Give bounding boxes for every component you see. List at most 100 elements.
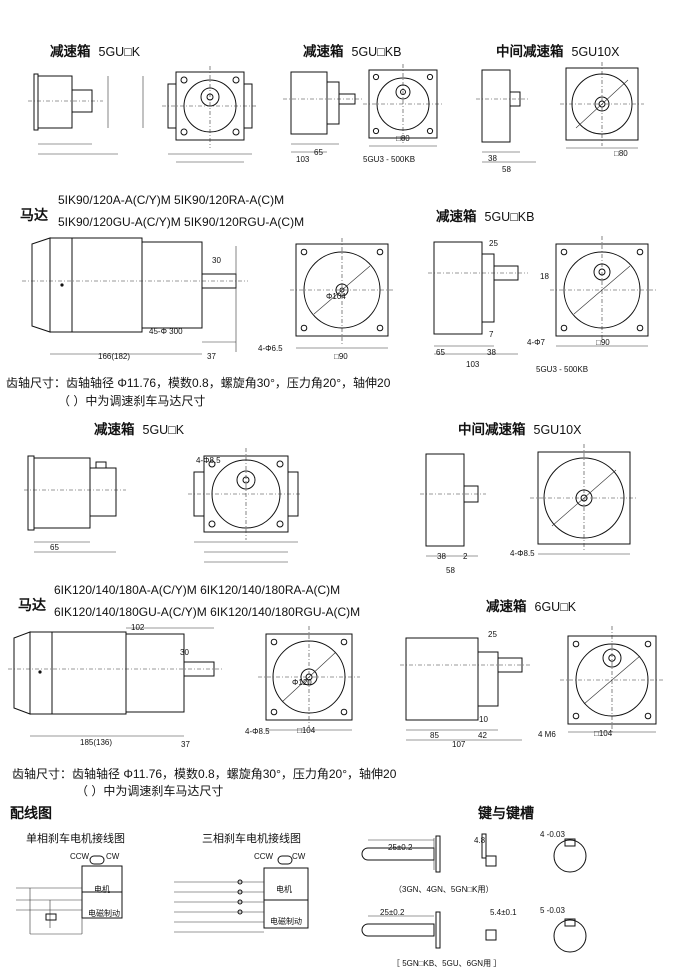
section-title: 减速箱 [94,422,135,437]
section-title-gearbox-6gu-k: 减速箱 6GU□K [486,595,576,615]
gear-note-1-line1: 齿轴尺寸：齿轴轴径 Φ11.76，模数0.8，螺旋角30°，压力角20°，轴伸2… [6,376,391,390]
dim-d20: 2 [463,552,468,561]
key-title: 键与键槽 [478,805,534,821]
dim-kb-label-b: 5GU3 - 500KB [536,365,589,374]
section-title-gearbox-5gu-k: 减速箱 5GU□K [50,40,140,60]
section-title-gearbox-5gu-kb: 减速箱 5GU□KB [303,40,401,60]
key-note-b: ［ 5GN□KB、5GU、6GN用 ］ [392,959,502,968]
model-label: 5GU□KB [484,210,535,224]
three-cw-label: CW [292,852,306,861]
dim-hole-4-85: 4-Φ8.5 [196,456,221,465]
single-motor-label: 电机 [94,885,110,894]
three-ccw-label: CCW [254,852,274,861]
section-title-gearbox-5gu-kb-b: 减速箱 5GU□KB [436,205,534,225]
drawing-motor-5ik [22,232,394,367]
dim-d65-c: 65 [50,543,59,552]
key-note-a: （3GN、4GN、5GN□K用） [394,885,494,894]
wiring-single-phase-diagram [10,848,130,938]
dim-d90-b: □90 [596,338,610,347]
dim-pcd120: Φ120 [292,678,312,687]
dim-d102: 102 [131,623,145,632]
dim-d104-b: □104 [594,729,613,738]
dim-d25-b: 25 [488,630,497,639]
dim-d103-b: 103 [466,360,480,369]
dim-len45: 45-Φ 300 [149,327,183,336]
gear-note-2-line2: （ ）中为调速刹车马达尺寸 [76,784,224,798]
dim-pcd104: Φ104 [326,292,346,301]
single-brake-label: 电磁制动 [88,909,120,918]
dim-d37: 37 [207,352,216,361]
wiring-three-phase-diagram [168,848,316,940]
dim-hole-4-7: 4-Φ7 [527,338,545,347]
section-title: 减速箱 [303,44,344,59]
key-dim-5: 5 -0.03 [540,906,565,915]
drawing-intermediate-5gu10x-small [476,62,646,172]
drawing-gearbox-5gu-k-large [24,438,300,568]
drawing-gearbox-5gu-k-small [28,62,260,170]
three-phase-title: 三相刹车电机接线图 [202,833,301,845]
drawing-gearbox-5gu-kb-large [428,236,664,356]
dim-d85: 85 [430,731,439,740]
gear-note-1-line2: （ ）中为调速刹车马达尺寸 [58,394,206,408]
single-ccw-label: CCW [70,852,90,861]
section-title: 减速箱 [50,44,91,59]
dim-d38-c: 38 [437,552,446,561]
model-label: 5GU□KB [351,45,402,59]
section-title: 减速箱 [486,599,527,614]
dim-d103: 103 [296,155,310,164]
key-diagrams [360,826,660,974]
section-title: 中间减速箱 [458,422,526,437]
dim-d25: 25 [489,239,498,248]
dim-d58: 58 [502,165,511,174]
dim-d65: 65 [314,148,323,157]
drawing-motor-6ik [8,622,392,750]
dim-d58-c: 58 [446,566,455,575]
dim-d80-b: □80 [614,149,628,158]
dim-hole-4-65: 4-Φ6.5 [258,344,283,353]
section-title-intermediate-5gu10x: 中间减速箱 5GU10X [496,40,619,60]
dim-d90: □90 [334,352,348,361]
dim-d30: 30 [212,256,221,265]
section-title-motor-5ik: 马达 [20,207,48,223]
motor-6ik-models-2: 6IK120/140/180GU-A(C/Y)M 6IK120/140/180R… [54,605,361,619]
dim-d38: 38 [488,154,497,163]
motor-5ik-models-2: 5IK90/120GU-A(C/Y)M 5IK90/120RGU-A(C)M [58,215,305,229]
wiring-title: 配线图 [10,805,52,821]
key-dim-25-b: 25±0.2 [380,908,405,917]
dim-hole-4-m6: 4 M6 [538,730,556,739]
section-title: 减速箱 [436,209,477,224]
dim-d7: 7 [489,330,494,339]
motor-5ik-models-1: 5IK90/120A-A(C/Y)M 5IK90/120RA-A(C)M [58,193,285,207]
model-label: 5GU□K [98,45,141,59]
dim-d42: 42 [478,731,487,740]
drawing-gearbox-6gu-k [400,622,668,746]
three-motor-label: 电机 [276,885,292,894]
dim-d104: □104 [297,726,316,735]
key-dim-25-a: 25±0.2 [388,843,413,852]
dim-kb-label: 5GU3 - 500KB [363,155,416,164]
dim-hole-4-85-c: 4-Φ8.5 [245,727,270,736]
dim-d80: □80 [396,134,410,143]
dim-len185: 185(136) [80,738,113,747]
dim-d37-b: 37 [181,740,190,749]
key-dim-48: 4.8 [474,836,486,845]
dim-hole-4-85-b: 4-Φ8.5 [510,549,535,558]
section-title-intermediate-5gu10x-b: 中间减速箱 5GU10X [458,418,581,438]
section-title: 中间减速箱 [496,44,564,59]
model-label: 5GU10X [571,45,620,59]
three-brake-label: 电磁制动 [270,917,302,926]
key-dim-4: 4 -0.03 [540,830,565,839]
drawing-gearbox-5gu-kb-small [283,62,451,172]
key-dim-54: 5.4±0.1 [490,908,517,917]
dim-d107: 107 [452,740,466,749]
dim-d65-b: 65 [436,348,445,357]
drawing-intermediate-5gu10x-large [420,440,650,566]
model-label: 6GU□K [534,600,577,614]
model-label: 5GU10X [533,423,582,437]
dim-d10: 10 [479,715,488,724]
dim-len166: 166(182) [98,352,131,361]
dim-d30-b: 30 [180,648,189,657]
gear-note-2-line1: 齿轴尺寸：齿轴轴径 Φ11.76，模数0.8，螺旋角30°，压力角20°，轴伸2… [12,767,397,781]
section-title-motor-6ik: 马达 [18,597,46,613]
single-cw-label: CW [106,852,120,861]
